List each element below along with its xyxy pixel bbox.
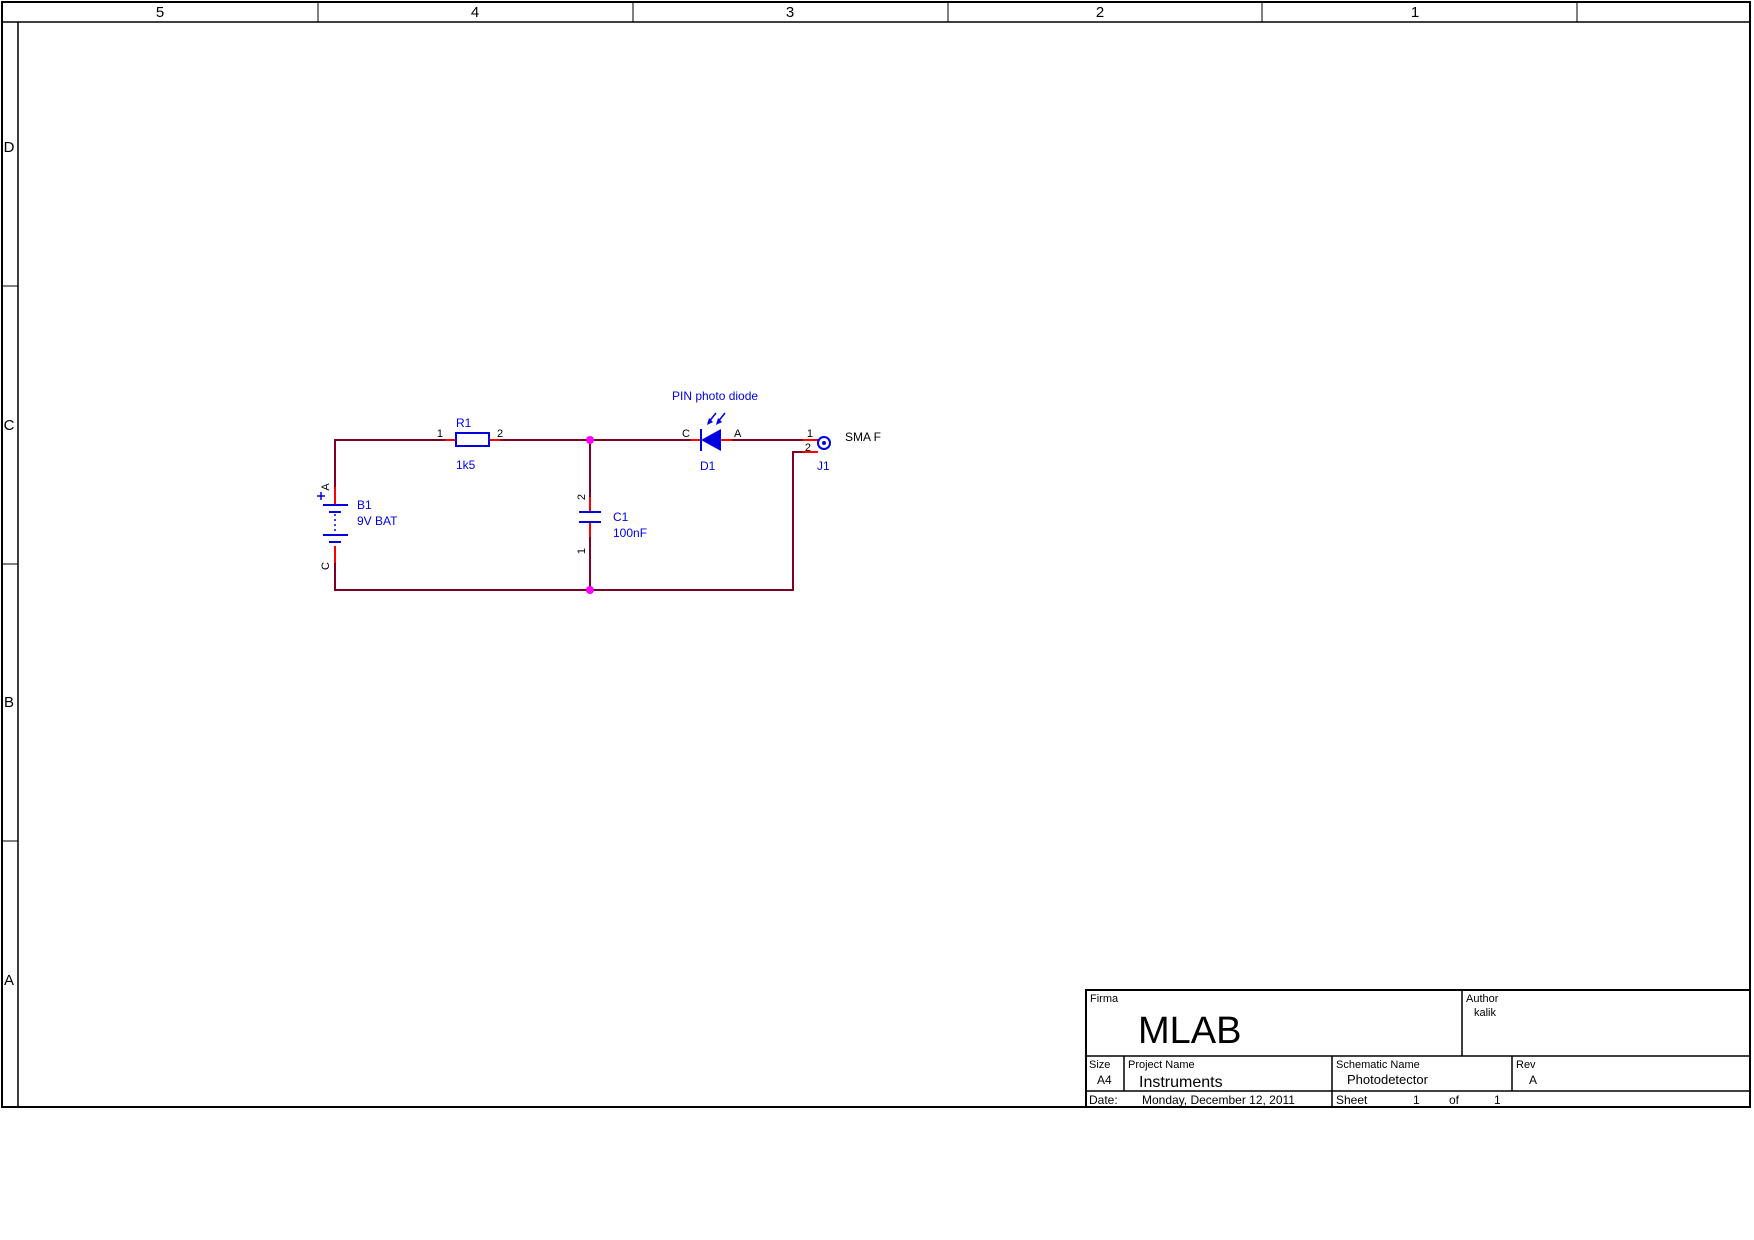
zone-col-3: 3 — [786, 4, 794, 21]
zone-row-a: A — [4, 972, 14, 989]
junction-dot-top — [586, 436, 594, 444]
author-label: Author — [1466, 993, 1499, 1005]
resistor-pin1-label: 1 — [437, 428, 443, 440]
connector-pin1-label: 1 — [807, 428, 813, 440]
rev-label: Rev — [1516, 1059, 1536, 1071]
photodiode-symbol — [700, 412, 726, 451]
date-value: Monday, December 12, 2011 — [1142, 1093, 1295, 1107]
title-block: Firma MLAB Author kalik Size A4 Project … — [1085, 989, 1751, 1108]
battery-pin-c-label: C — [320, 562, 332, 570]
battery-symbol — [317, 492, 348, 543]
net-wires — [334, 439, 805, 591]
project-name-label: Project Name — [1128, 1059, 1195, 1071]
author-name: kalik — [1474, 1007, 1497, 1019]
zone-row-d: D — [4, 139, 15, 156]
zone-col-5: 5 — [156, 4, 164, 21]
resistor-pin2-label: 2 — [497, 428, 503, 440]
sma-connector-symbol — [817, 436, 831, 450]
battery-ref: B1 — [357, 498, 372, 512]
firma-label: Firma — [1090, 993, 1119, 1005]
zone-row-b: B — [4, 694, 14, 711]
capacitor-value: 100nF — [613, 526, 647, 540]
photodiode-anode-label: A — [734, 428, 742, 440]
size-value: A4 — [1097, 1073, 1112, 1087]
component-pins — [334, 439, 818, 563]
size-label: Size — [1089, 1059, 1110, 1071]
resistor-symbol — [455, 432, 490, 447]
sheet-number: 1 — [1413, 1093, 1420, 1107]
capacitor-symbol — [579, 511, 601, 523]
project-name-value: Instruments — [1139, 1074, 1223, 1091]
photodiode-cathode-label: C — [682, 428, 690, 440]
zone-col-1: 1 — [1411, 4, 1419, 21]
rev-value: A — [1529, 1073, 1537, 1087]
date-label: Date: — [1089, 1093, 1118, 1107]
resistor-value: 1k5 — [456, 458, 476, 472]
junction-dot-bottom — [586, 586, 594, 594]
resistor-ref: R1 — [456, 416, 472, 430]
drawing-frame: 5 4 3 2 1 D C B A — [1, 1, 1751, 1108]
connector-type-label: SMA F — [845, 430, 881, 444]
capacitor-pin2-label: 2 — [576, 494, 588, 500]
company-name: MLAB — [1138, 1010, 1241, 1052]
connector-ref: J1 — [817, 459, 830, 473]
zone-col-2: 2 — [1096, 4, 1104, 21]
capacitor-pin1-label: 1 — [576, 548, 588, 554]
zone-row-c: C — [4, 417, 15, 434]
battery-value: 9V BAT — [357, 514, 398, 528]
schematic-name-label: Schematic Name — [1336, 1059, 1420, 1071]
sheet-label: Sheet — [1336, 1093, 1368, 1107]
sheet-total: 1 — [1494, 1093, 1501, 1107]
capacitor-ref: C1 — [613, 510, 629, 524]
battery-pin-a-label: A — [320, 483, 332, 491]
photodiode-note: PIN photo diode — [672, 389, 758, 403]
schematic-name-value: Photodetector — [1347, 1072, 1429, 1087]
sheet-of-label: of — [1449, 1093, 1460, 1107]
zone-col-4: 4 — [471, 4, 479, 21]
photodiode-ref: D1 — [700, 459, 716, 473]
connector-pin2-label: 2 — [805, 442, 811, 454]
